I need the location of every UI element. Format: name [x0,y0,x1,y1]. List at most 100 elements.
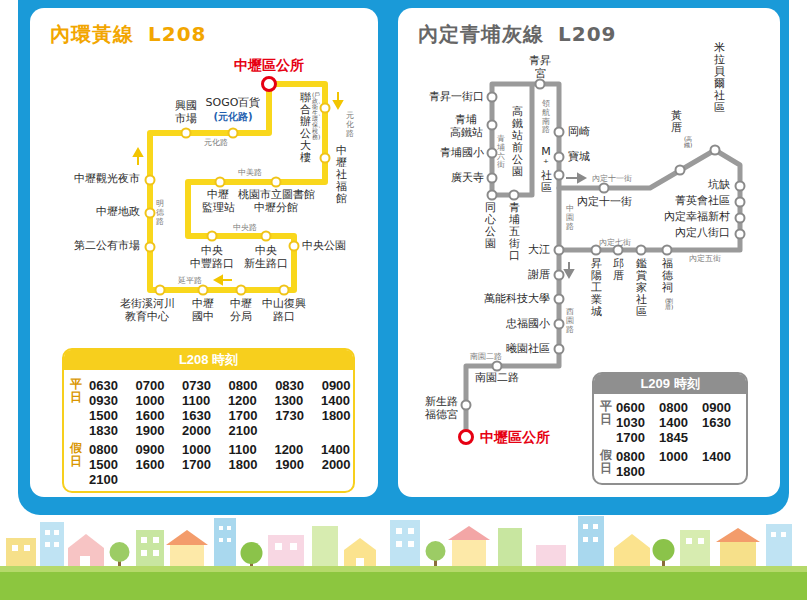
town-illustration [290,543,297,550]
stop-label: 忠福國小 [506,318,550,331]
stop-label: 青昇一街口 [429,91,484,104]
area-note: (高鐵) [684,136,690,148]
terminal-label: 中壢區公所 [480,429,550,445]
town-illustration [716,528,760,542]
road-name: 中園路 [566,205,574,231]
town-illustration [771,532,776,537]
road-name: 領航南路 [542,100,550,135]
town-illustration [653,539,675,561]
road-name: 元化路 [346,112,354,138]
town-illustration [219,526,223,530]
stop-label: 菁英會社區 [675,195,730,208]
stop-label: 興國 市場 [175,100,197,125]
town-illustration [54,530,59,535]
town-illustration [583,537,588,542]
stop-label: 桃園市立圖書館 中壢分館 [238,189,315,214]
town-illustration [698,538,704,544]
area-note: (戶政、衛生、環保、稅務) [312,92,318,140]
stop-label: 中壢地政 [96,206,140,219]
stop-label: 黃厝 [671,110,682,134]
town-illustration [166,530,208,545]
stop-label: 中壢觀光夜市 [74,173,140,186]
town-illustration [312,526,338,572]
town-illustration [408,541,414,547]
town-illustration [219,538,223,542]
departure-times: 0600 0800 0900 1030 1400 1630 1700 1845 [616,400,741,445]
stop-label: 中央公園 [302,240,346,253]
route-name: 內環黃線 [50,21,134,48]
stop-label: 坑缺 [708,179,730,192]
stop-label: 內定八街口 [675,227,730,240]
timetable-header: L208 時刻 [64,350,353,370]
town-illustration [578,516,604,572]
town-illustration [686,538,692,544]
town-illustration [227,526,231,530]
stop-label: 第二公有市場 [74,240,140,253]
stop-label: 內定十一街 [577,196,632,209]
timetable-box: L209 時刻平日0600 0800 0900 1030 1400 1630 1… [592,372,748,485]
stop-label: M⁺社區 [541,146,552,194]
town-illustration [498,528,522,572]
town-illustration [45,542,50,547]
town-illustration [6,516,792,572]
stop-label: 內定幸福新村 [664,211,730,224]
blue-frame [18,0,789,515]
stop-label: 寶城 [568,151,590,164]
stop-label: 南園二路 [475,372,519,385]
road-name: 明德路 [156,200,164,226]
title-row: 內定青埔灰線 L209 [418,21,617,48]
town-illustration [781,532,786,537]
stop-label: 中壢社福館 [336,145,347,205]
road-name: 青埔六街 [497,135,505,170]
route-code: L208 [148,22,207,46]
stop-label: 高鐵站前公園 [512,106,523,179]
road-name: 內定十一街 [592,174,632,183]
stop-label: 中央 新生路口 [244,245,288,270]
stop-label: 邱厝 [613,258,624,282]
stop-label: 謝厝 [528,269,550,282]
route-code: L209 [558,22,617,46]
town-illustration [227,538,231,542]
stop-label: 聯合辦公大樓 [300,92,311,165]
stop-label: 中山復興 路口 [262,298,306,323]
stop-label: 福德祠 [662,258,673,294]
stop-label: 岡崎 [568,126,590,139]
town-illustration [45,530,50,535]
route-name: 內定青埔灰線 [418,21,544,48]
road-name: 中央路 [233,223,257,232]
road-name: 內定五街 [689,254,721,263]
road-name: 南園二路 [470,352,502,361]
day-label: 假日 [600,449,612,475]
terminal-label: 中壢區公所 [234,57,304,73]
stop-label: 同心公園 [485,202,496,250]
departure-times: 0800 1000 1400 1800 [616,449,741,479]
stop-label: 廣天寺 [451,172,484,185]
title-row: 內環黃線 L208 [50,21,207,48]
town-illustration [593,537,598,542]
town-illustration [54,542,59,547]
day-label: 平日 [600,400,612,426]
town-illustration [110,542,130,562]
day-label: 假日 [70,442,82,468]
stop-label: 青埔 高鐵站 [450,114,483,139]
town-illustration [766,524,792,572]
stop-label: 鑑賞家社區 [636,258,647,318]
town-illustration [275,543,282,550]
stop-label: 萬能科技大學 [484,293,550,306]
town-illustration [141,537,147,543]
stop-label: 新生路 福德宮 [425,396,458,421]
town-illustration [153,550,159,556]
day-label: 平日 [70,378,82,404]
road-name: 西園路 [566,308,574,334]
town-illustration [408,528,414,534]
stop-label: 曦園社區 [506,343,550,356]
stop-label: 青昇 宮 [529,55,551,80]
town-illustration [40,522,64,572]
town-illustration [426,541,446,561]
town-illustration [214,518,236,572]
road-name: 元化路 [204,138,228,147]
stop-label: 大江 [528,244,550,257]
town-illustration [24,545,30,551]
town-illustration [396,541,402,547]
